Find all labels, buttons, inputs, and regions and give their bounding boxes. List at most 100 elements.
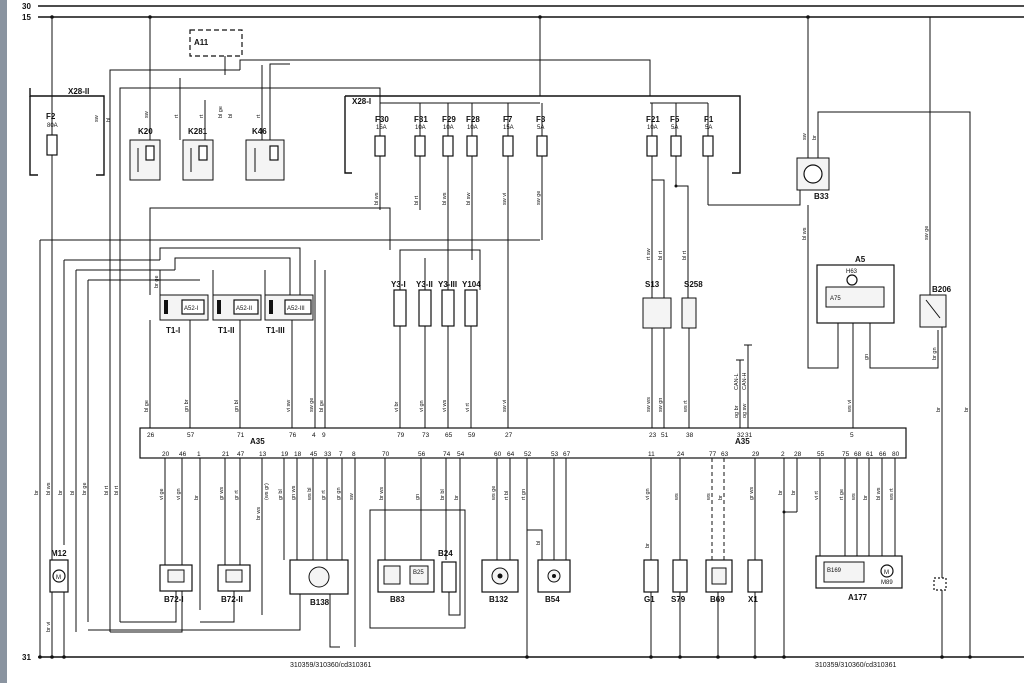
- wire-br-b206: br: [936, 407, 942, 412]
- a35-bottom-pin: 66: [879, 451, 887, 458]
- wire-rt-bl-b132: rt bl: [504, 491, 510, 500]
- wire-gr-rt-b72: gr rt: [234, 490, 240, 500]
- wire-og-br: og br: [734, 405, 740, 418]
- wire-vi-rt-y104: vi rt: [465, 403, 471, 412]
- wire-bl-ws-2: bl ws: [442, 192, 448, 205]
- a35-top-pin: 57: [187, 432, 195, 439]
- switches: S13 S258 sw ws sw gn ws rt: [642, 280, 703, 428]
- can-h-label: CAN-H: [742, 373, 748, 390]
- a35-bottom-pin: 24: [677, 451, 685, 458]
- a35-bottom-pin: 68: [854, 451, 862, 458]
- a35-top-pin: 32: [737, 432, 745, 439]
- wire-sw-b138: sw: [349, 493, 355, 500]
- wire-br-left2: br: [58, 490, 64, 495]
- fuse-f30-id: F30: [375, 115, 389, 124]
- ignition-coils: A52-I T1-I A52-II T1-II A52-III T1-III b…: [144, 207, 391, 428]
- wire-gr-ws-b72: gr ws: [219, 487, 225, 500]
- wire-sw-vi-2: sw vi: [502, 400, 508, 412]
- relay-k20: K20: [129, 15, 161, 181]
- wire-rt-gn-b132: rt gn: [521, 489, 527, 500]
- wire-sw-ge-b206: sw ge: [924, 226, 930, 240]
- b206-label: B206: [932, 285, 952, 294]
- wire-sw-vi-1: sw vi: [502, 193, 508, 205]
- relay-k281: K281: [182, 127, 214, 181]
- svg-text:M: M: [56, 575, 61, 581]
- a35-bottom-pin: 11: [648, 451, 655, 458]
- a35-top-pin: 76: [289, 432, 297, 439]
- wire-bl-ge-t1: bl ge: [144, 400, 150, 412]
- wire-rt-1: rt: [174, 114, 180, 118]
- wire-vi-ge-b72: vi ge: [159, 488, 165, 500]
- wire-gr-ws-b138: gn ws: [291, 485, 297, 500]
- x28-ii-label: X28-II: [68, 87, 89, 96]
- s13-s258-feed: rt sw bl rt bl rt: [646, 179, 689, 300]
- wire-br-b33: br: [812, 135, 818, 140]
- wire-br-gn-b206: br gn: [932, 347, 938, 360]
- b24-label: B24: [438, 549, 453, 558]
- wire-sw-1: sw: [94, 115, 100, 122]
- wire-rt-ge-a177: rt ge: [839, 489, 845, 500]
- left-border-bar: [0, 0, 7, 683]
- fuse-f1-rating: 5A: [705, 125, 712, 131]
- wire-br-a177: br: [863, 495, 869, 500]
- wire-br-vi-m12: br vi: [46, 622, 52, 632]
- component-b138: B138 gr bl gn ws ws bl gr rt gr gn sw: [88, 458, 356, 648]
- s13-label: S13: [645, 280, 660, 289]
- fuse-f30-rating: 15A: [376, 125, 387, 131]
- a35-bottom-pin: 55: [817, 451, 825, 458]
- relay-k46: K46: [245, 65, 285, 181]
- sensors-b132-b54: B132 B54 ws ge rt bl rt gn bl: [481, 458, 571, 657]
- wire-gr-rt-b138: gr rt: [321, 490, 327, 500]
- wire-bl-2: bl: [228, 114, 234, 118]
- fuse-f2-id: F2: [46, 112, 56, 121]
- h63-label: H63: [846, 269, 858, 275]
- fuse-f2-rating: 80A: [47, 123, 58, 129]
- wire-sw-ge-2: sw ge: [309, 398, 315, 412]
- fuse-f28-id: F28: [466, 115, 480, 124]
- footer-ref-right: 310359/310360/cd310361: [815, 662, 896, 669]
- a35-top-pin: 71: [237, 432, 245, 439]
- connector-x28-i: X28-I: [344, 95, 741, 174]
- y3-i-label: Y3-I: [391, 280, 406, 289]
- a35-right-label: A35: [735, 437, 750, 446]
- component-b33: B33 sw br: [708, 15, 971, 657]
- wire-ws-rt-a177: ws rt: [889, 488, 895, 501]
- a35-top-pin: 23: [649, 432, 657, 439]
- wire-bl-ws-1: bl ws: [374, 192, 380, 205]
- wire-gn-b83: gn: [415, 494, 421, 500]
- wire-ws-s79: ws: [674, 493, 680, 501]
- a35-bottom-pin: 67: [563, 451, 571, 458]
- a35-bottom-pin: 70: [382, 451, 390, 458]
- a177-label: A177: [848, 593, 868, 602]
- wire-og-sw: og sw: [742, 404, 748, 418]
- wire-bl-rt-2: bl rt: [658, 250, 664, 260]
- m12-label: M12: [51, 549, 67, 558]
- wire-ws-rt-s258: ws rt: [683, 400, 689, 413]
- a35-bottom-pin: 18: [294, 451, 302, 458]
- a35-bottom-pin: 13: [259, 451, 267, 458]
- t1-i-label: T1-I: [166, 326, 180, 335]
- wire-bl-rt-left: bl rt: [104, 485, 110, 495]
- a35-left-label: A35: [250, 437, 265, 446]
- wire-bl-1: bl: [106, 118, 112, 122]
- b169-label: B169: [827, 568, 842, 574]
- wire-gr-bl-b138: gr bl: [278, 489, 284, 500]
- y3-iii-label: Y3-III: [438, 280, 457, 289]
- wire-sw-b33: sw: [802, 133, 808, 140]
- a5-label: A5: [855, 255, 866, 264]
- a35-top-pin: 59: [468, 432, 476, 439]
- wire-br-x1: br: [778, 490, 784, 495]
- wire-br-b24: br: [454, 495, 460, 500]
- a35-bottom-pin: 29: [752, 451, 760, 458]
- fuse-f1-id: F1: [704, 115, 714, 124]
- t1-ii-label: T1-II: [218, 326, 234, 335]
- wire-sw-ge-1: sw ge: [536, 191, 542, 205]
- wire-br-left1: br: [34, 490, 40, 495]
- a35-top-pin: 5: [850, 432, 854, 439]
- a35-top-pin: 9: [322, 432, 326, 439]
- b132-label: B132: [489, 595, 509, 604]
